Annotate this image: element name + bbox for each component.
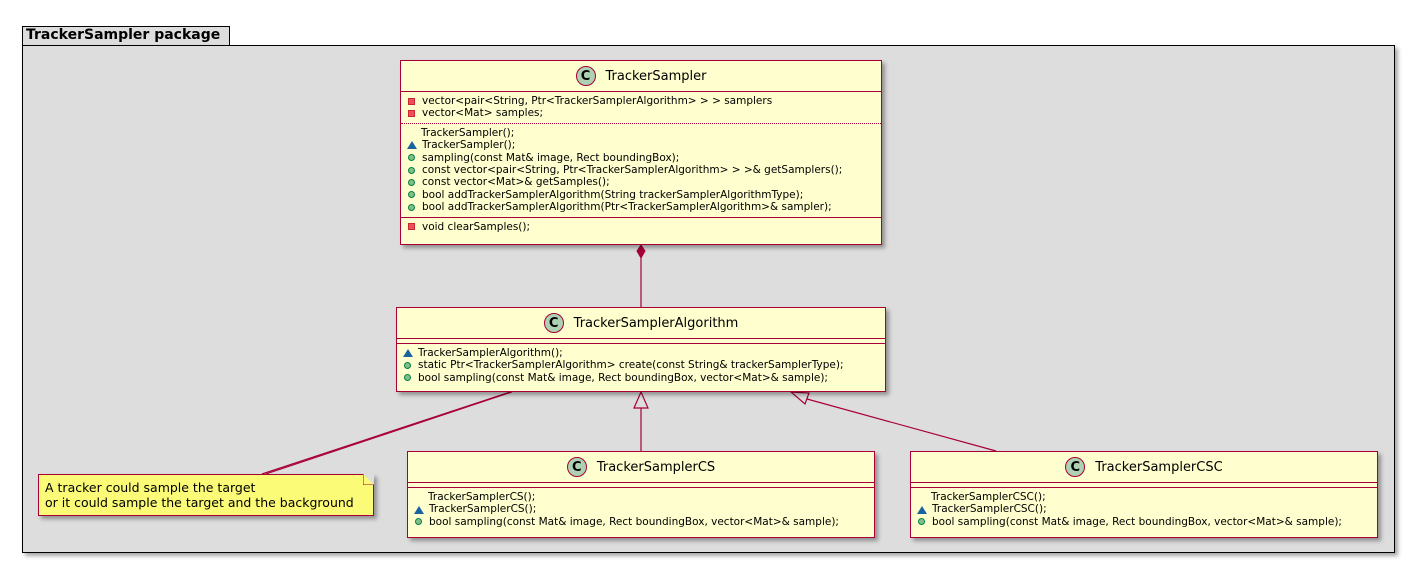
none-visibility-icon: [917, 493, 926, 502]
class-badge-icon: C: [1065, 457, 1086, 477]
class-header: C TrackerSamplerCS: [408, 452, 874, 483]
fields-section: [911, 483, 1377, 488]
class-header: C TrackerSamplerAlgorithm: [397, 308, 885, 339]
member-row: TrackerSampler();: [407, 139, 875, 151]
private-visibility-icon: [408, 223, 415, 231]
methods-section: TrackerSamplerCSC();TrackerSamplerCSC();…: [911, 488, 1377, 531]
member-text: vector<Mat> samples;: [422, 107, 544, 120]
fields-section: [397, 339, 885, 344]
class-header: C TrackerSampler: [401, 61, 881, 92]
member-row: bool sampling(const Mat& image, Rect bou…: [917, 516, 1371, 528]
note-line-1: A tracker could sample the target: [45, 480, 256, 495]
member-text: TrackerSamplerCSC();: [932, 503, 1047, 516]
methods-section: TrackerSampler();TrackerSampler();sampli…: [401, 124, 881, 218]
member-row: sampling(const Mat& image, Rect bounding…: [407, 152, 875, 164]
member-row: TrackerSampler();: [407, 127, 875, 139]
member-row: TrackerSamplerCS();: [414, 491, 868, 503]
package-tab: [22, 26, 230, 46]
member-row: bool addTrackerSamplerAlgorithm(Ptr<Trac…: [407, 201, 875, 213]
generalization-arrow-cs: [633, 390, 649, 409]
class-badge-icon: C: [575, 66, 596, 86]
none-visibility-icon: [407, 128, 416, 137]
member-text: bool sampling(const Mat& image, Rect bou…: [932, 515, 1342, 528]
note-fold-icon: [363, 474, 374, 485]
member-text: TrackerSamplerCS();: [428, 491, 536, 503]
public-visibility-icon: [404, 374, 411, 382]
member-row: void clearSamples();: [407, 221, 875, 233]
methods-section: TrackerSamplerAlgorithm();static Ptr<Tra…: [397, 344, 885, 387]
package-title: TrackerSampler package: [26, 27, 221, 43]
member-row: bool sampling(const Mat& image, Rect bou…: [414, 516, 868, 528]
member-row: vector<Mat> samples;: [407, 107, 875, 119]
public-visibility-icon: [408, 191, 415, 199]
member-row: bool addTrackerSamplerAlgorithm(String t…: [407, 189, 875, 201]
member-row: const vector<pair<String, Ptr<TrackerSam…: [407, 164, 875, 176]
class-tracker-sampler-algorithm[interactable]: C TrackerSamplerAlgorithm TrackerSampler…: [396, 307, 886, 392]
class-name: TrackerSamplerAlgorithm: [573, 315, 739, 331]
package-visibility-icon: [407, 141, 417, 150]
member-text: sampling(const Mat& image, Rect bounding…: [422, 151, 680, 164]
member-text: TrackerSampler();: [421, 126, 515, 139]
package-visibility-icon: [414, 505, 424, 514]
note-line-2: or it could sample the target and the ba…: [45, 495, 354, 510]
class-badge-icon: C: [543, 313, 564, 333]
class-header: C TrackerSamplerCSC: [911, 452, 1377, 483]
note-link: [261, 391, 511, 475]
generalization-edge-csc: [806, 398, 997, 452]
methods-section: TrackerSamplerCS();TrackerSamplerCS();bo…: [408, 488, 874, 531]
class-name: TrackerSamplerCSC: [1095, 459, 1223, 475]
note-link-shadow: [265, 391, 513, 475]
fields-section: [408, 483, 874, 488]
member-text: void clearSamples();: [422, 220, 531, 233]
class-tracker-sampler-cs[interactable]: C TrackerSamplerCS TrackerSamplerCS();Tr…: [407, 451, 875, 538]
member-text: bool addTrackerSamplerAlgorithm(Ptr<Trac…: [422, 201, 832, 214]
class-name: TrackerSampler: [605, 68, 707, 84]
public-visibility-icon: [404, 362, 411, 370]
class-badge-icon: C: [566, 457, 587, 477]
private-methods-section: void clearSamples();: [401, 218, 881, 236]
generalization-arrow-csc: [789, 391, 810, 406]
fields-section: vector<pair<String, Ptr<TrackerSamplerAl…: [401, 92, 881, 124]
member-text: TrackerSamplerCSC();: [931, 491, 1046, 503]
member-row: vector<pair<String, Ptr<TrackerSamplerAl…: [407, 95, 875, 107]
composition-diamond: [636, 244, 646, 260]
member-row: static Ptr<TrackerSamplerAlgorithm> crea…: [403, 359, 879, 371]
member-row: bool sampling(const Mat& image, Rect bou…: [403, 372, 879, 384]
member-text: TrackerSamplerCS();: [429, 503, 537, 516]
member-row: TrackerSamplerCSC();: [917, 503, 1371, 515]
member-row: const vector<Mat>& getSamples();: [407, 176, 875, 188]
public-visibility-icon: [408, 179, 415, 187]
public-visibility-icon: [408, 166, 415, 174]
member-text: const vector<Mat>& getSamples();: [422, 176, 610, 189]
class-tracker-sampler-csc[interactable]: C TrackerSamplerCSC TrackerSamplerCSC();…: [910, 451, 1378, 538]
public-visibility-icon: [918, 518, 925, 526]
member-text: const vector<pair<String, Ptr<TrackerSam…: [422, 163, 843, 176]
member-row: TrackerSamplerCSC();: [917, 491, 1371, 503]
private-visibility-icon: [408, 110, 415, 118]
public-visibility-icon: [408, 154, 415, 162]
member-text: bool addTrackerSamplerAlgorithm(String t…: [422, 188, 804, 201]
package-visibility-icon: [917, 505, 927, 514]
member-text: vector<pair<String, Ptr<TrackerSamplerAl…: [422, 95, 773, 107]
member-text: bool sampling(const Mat& image, Rect bou…: [429, 515, 839, 528]
member-text: TrackerSamplerAlgorithm();: [418, 347, 563, 359]
none-visibility-icon: [414, 493, 423, 502]
private-visibility-icon: [408, 97, 415, 105]
member-text: static Ptr<TrackerSamplerAlgorithm> crea…: [418, 359, 844, 372]
member-text: TrackerSampler();: [422, 139, 516, 152]
member-row: TrackerSamplerCS();: [414, 503, 868, 515]
class-name: TrackerSamplerCS: [596, 459, 716, 475]
class-tracker-sampler[interactable]: C TrackerSampler vector<pair<String, Ptr…: [400, 60, 882, 245]
member-text: bool sampling(const Mat& image, Rect bou…: [418, 371, 828, 384]
public-visibility-icon: [415, 518, 422, 526]
public-visibility-icon: [408, 203, 415, 211]
package-visibility-icon: [403, 349, 413, 358]
note: A tracker could sample the target or it …: [38, 474, 374, 516]
member-row: TrackerSamplerAlgorithm();: [403, 347, 879, 359]
